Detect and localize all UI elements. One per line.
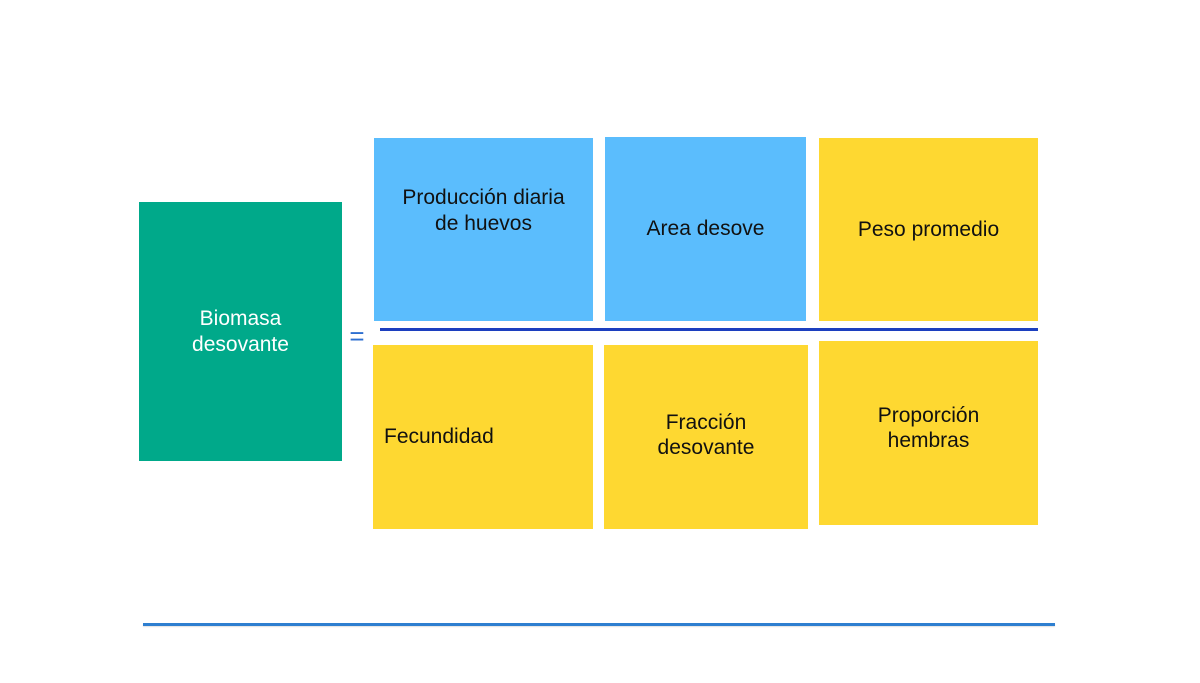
fraction-line [380,328,1038,331]
equals-sign: = [349,320,365,351]
peso-promedio-box: Peso promedio [819,138,1038,321]
fraccion-desovante-box: Fracción desovante [604,345,808,529]
fecundidad-box: Fecundidad [373,345,593,529]
biomasa-desovante-box: Biomasa desovante [139,202,342,461]
area-desove-box: Area desove [605,137,806,321]
proporcion-hembras-box: Proporción hembras [819,341,1038,525]
bottom-rule [143,623,1055,626]
produccion-diaria-huevos-box: Producción diaria de huevos [374,138,593,321]
